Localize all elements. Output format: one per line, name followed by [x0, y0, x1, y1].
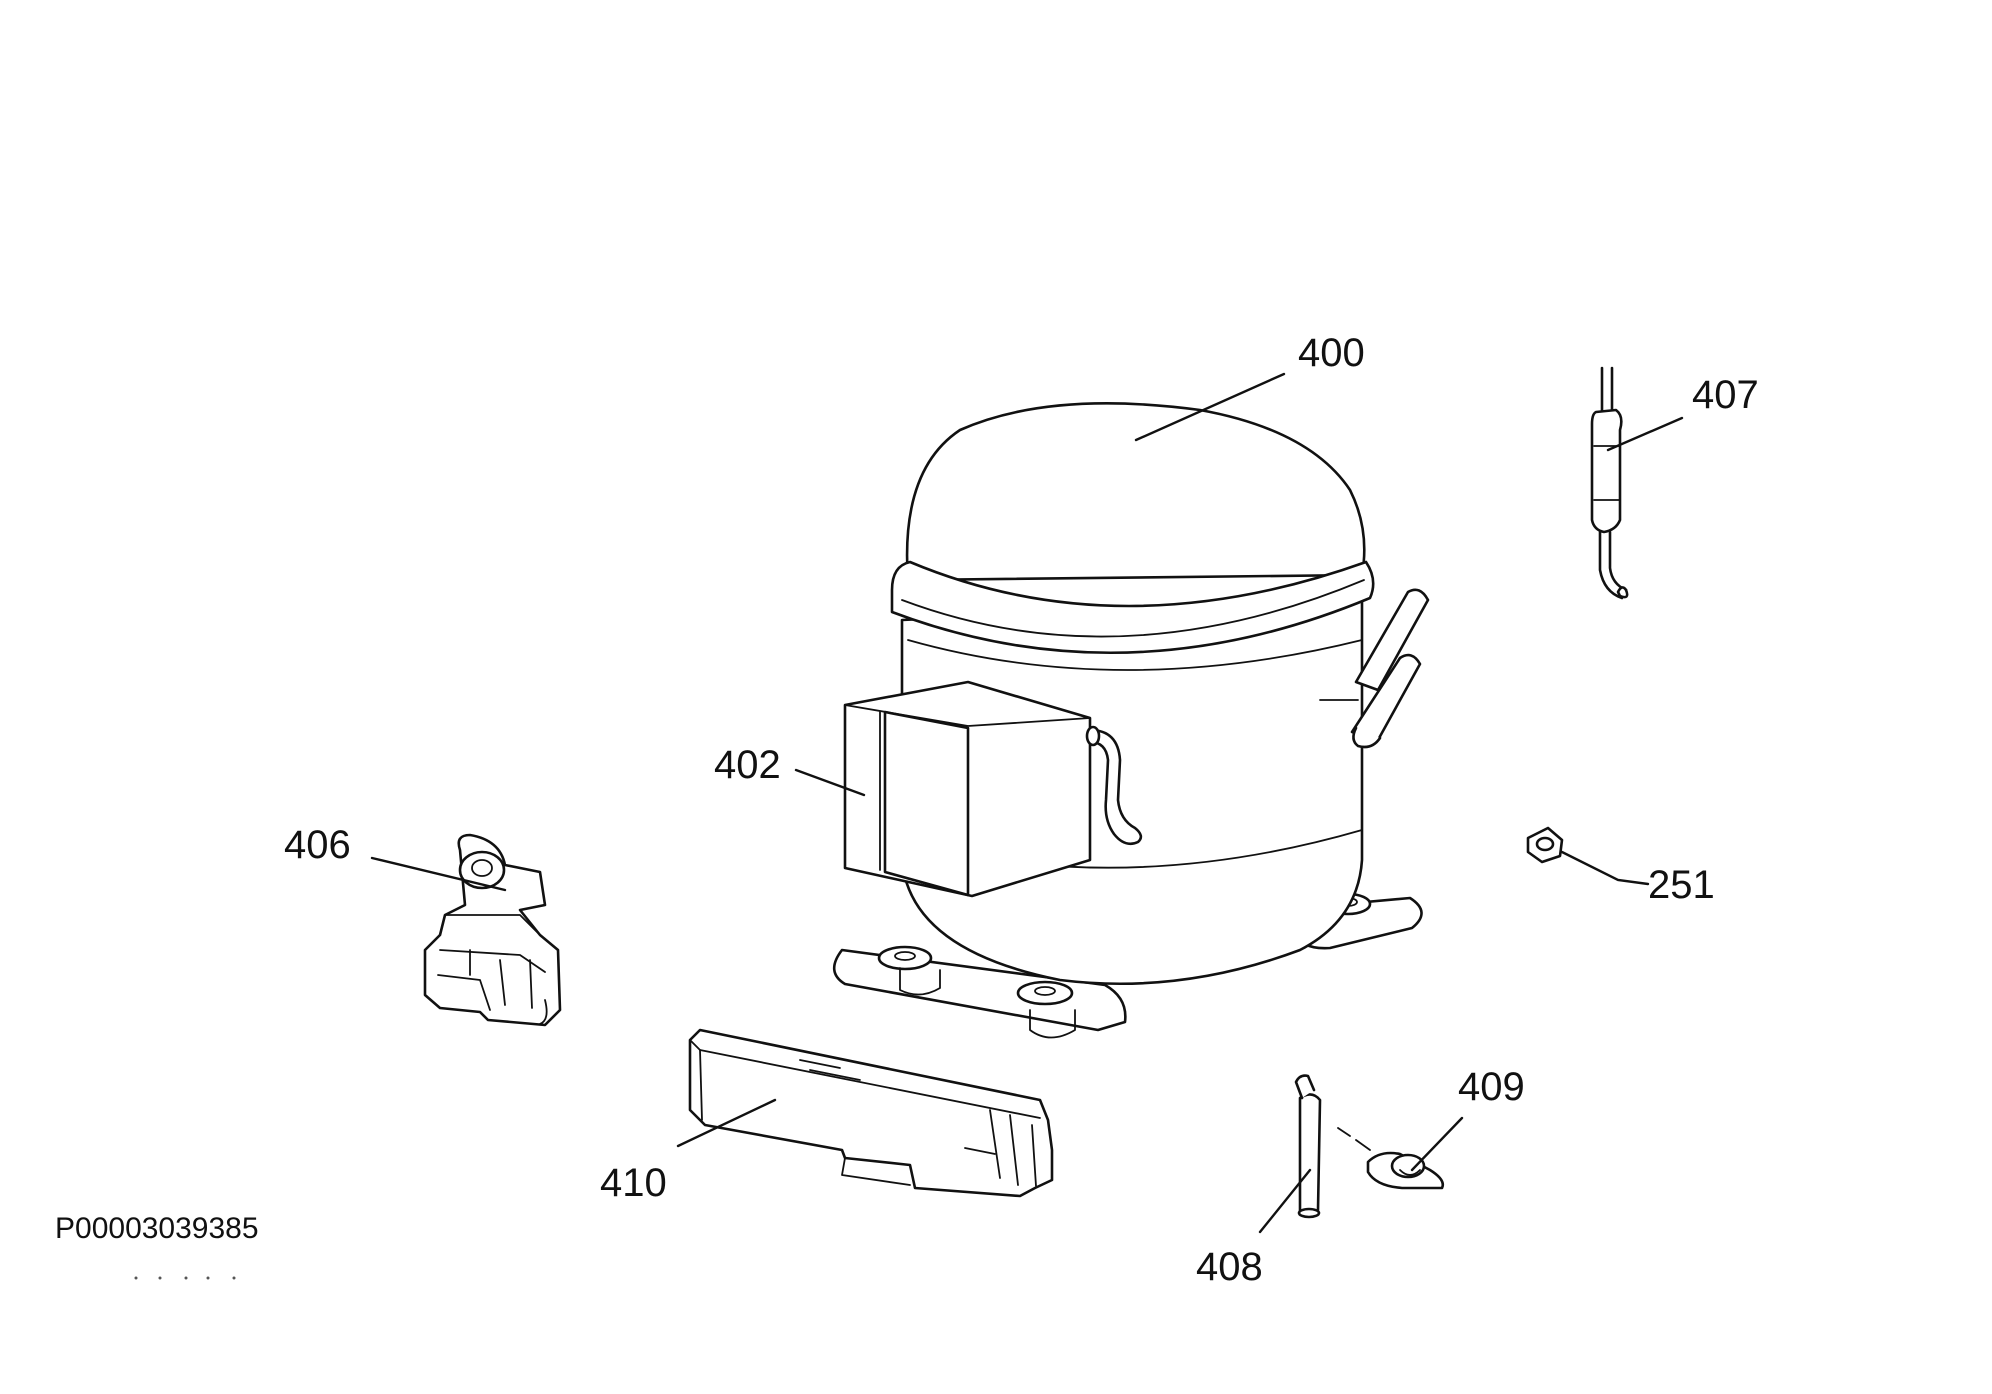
- leader-251: [1560, 850, 1650, 886]
- leader-400: [1134, 372, 1286, 442]
- callout-406: 406: [284, 823, 351, 867]
- pipe-stubs: [1319, 588, 1430, 749]
- base-plate-left: [832, 945, 1127, 1039]
- leader-406: [370, 856, 507, 892]
- scan-specks: [134, 1276, 236, 1280]
- callout-402: 402: [714, 743, 781, 787]
- callout-409: 409: [1458, 1065, 1525, 1109]
- filter-drier-drawing: [1590, 366, 1629, 600]
- callout-408: 408: [1196, 1245, 1263, 1289]
- callout-400: 400: [1298, 331, 1365, 375]
- leader-408: [1258, 1168, 1312, 1234]
- leader-409: [1410, 1116, 1464, 1172]
- callout-251: 251: [1648, 863, 1715, 907]
- leader-lines: [370, 372, 1684, 1234]
- valve-tube-drawing: [1294, 1074, 1371, 1219]
- callout-407: 407: [1692, 373, 1759, 417]
- callout-410: 410: [600, 1161, 667, 1205]
- relay-box-drawing: [843, 680, 1143, 898]
- leader-410: [676, 1098, 777, 1148]
- compressor-drawing: [832, 402, 1430, 1039]
- leader-407: [1606, 416, 1684, 452]
- cover-drawing: [688, 1028, 1054, 1198]
- clamp-drawing: [423, 833, 562, 1027]
- cap-drawing: [1366, 1151, 1445, 1190]
- callouts: 400 407 402 406 251 409 410 408: [284, 331, 1759, 1289]
- leader-402: [794, 768, 866, 797]
- grommet-nut-drawing: [1526, 826, 1564, 864]
- document-id: P00003039385: [55, 1212, 259, 1245]
